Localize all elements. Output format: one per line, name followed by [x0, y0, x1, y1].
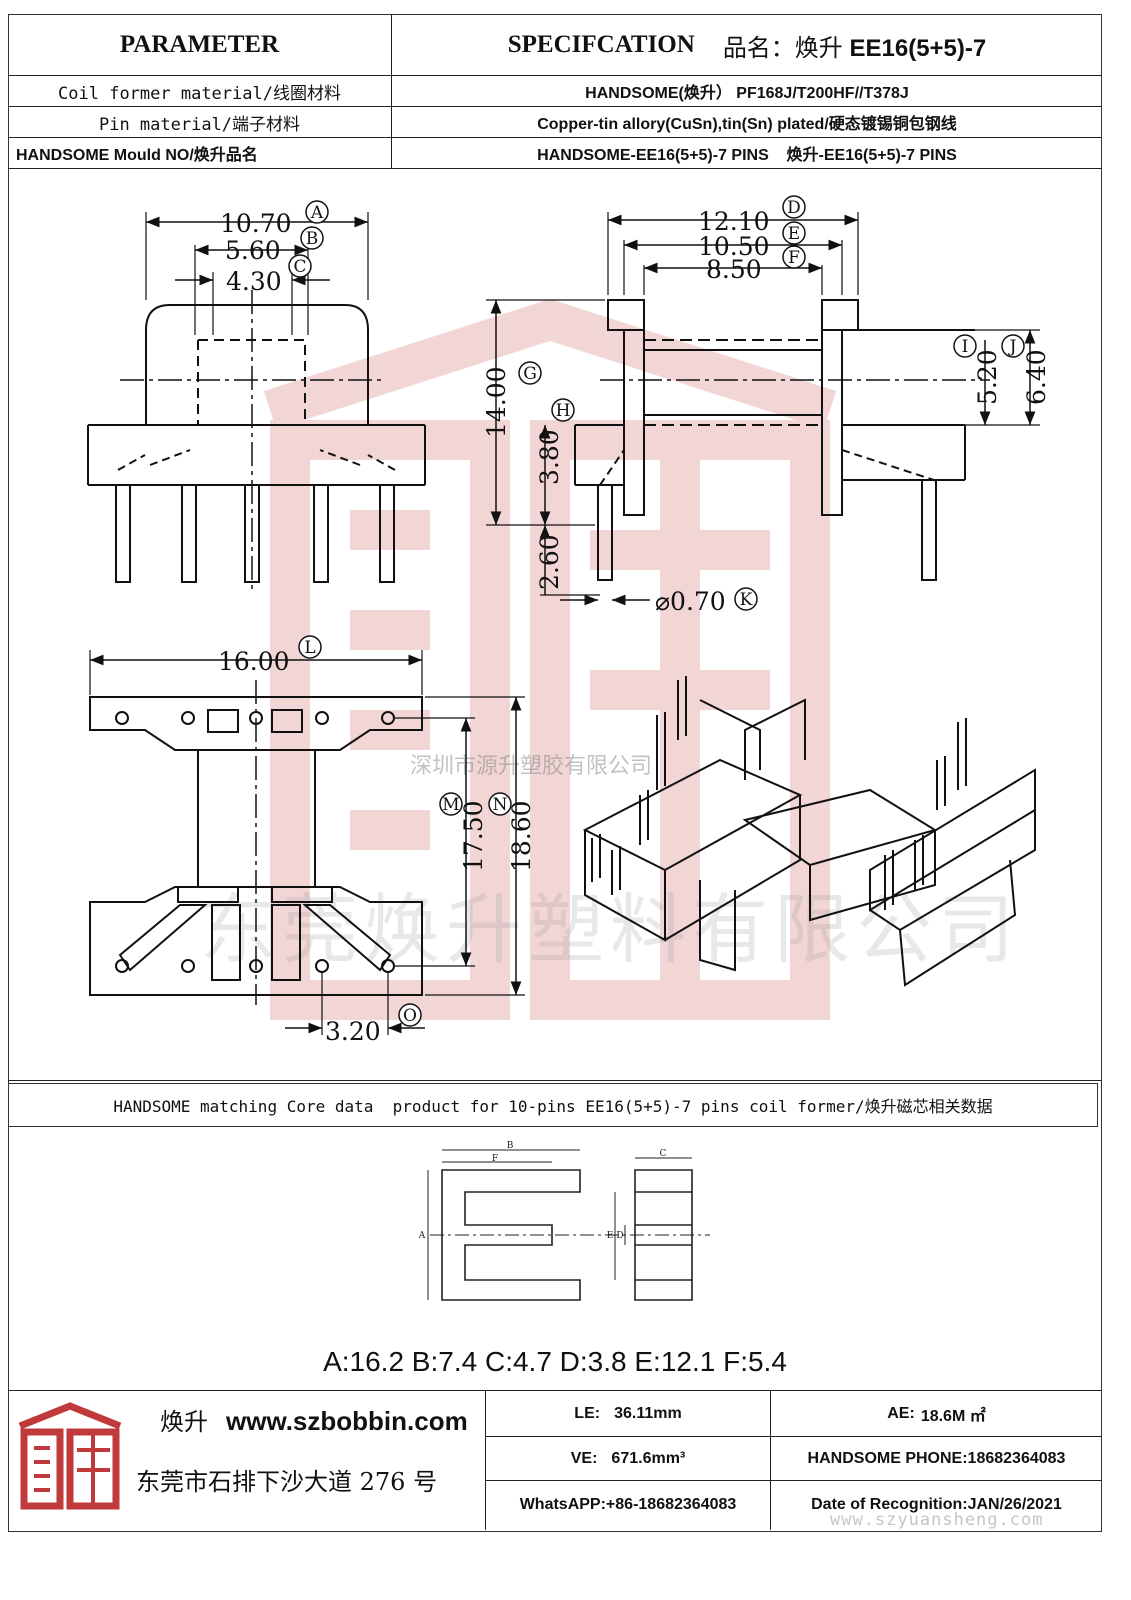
dim-pin-length: 2.60 — [535, 534, 564, 590]
ae-label: AE: — [887, 1404, 915, 1422]
core-letter-e: E — [607, 1231, 614, 1241]
dim-o: 3.20 — [325, 1017, 381, 1046]
ref-k-icon: K — [734, 587, 758, 611]
dim-n: 18.60 — [507, 800, 536, 872]
watermark-url: www.szyuansheng.com — [830, 1510, 1044, 1530]
ae-cell: AE: 18.6M ㎡ — [771, 1391, 1102, 1436]
company-address: 东莞市石排下沙大道 276 号 — [136, 1468, 438, 1496]
technical-drawing: 10.70 5.60 4.30 12.10 10.50 8.50 14.00 3… — [87, 195, 1051, 1046]
ref-e-icon: E — [782, 221, 806, 245]
dim-a: 10.70 — [220, 209, 292, 238]
param-label-pin-material: Pin material/端子材料 — [98, 114, 301, 135]
ae-value: 18.6M ㎡ — [920, 1407, 986, 1425]
ref-i-icon: I — [953, 334, 977, 358]
date-cell: Date of Recognition:JAN/26/2021 — [811, 1496, 1062, 1513]
outer-frame — [8, 14, 1102, 1532]
param-value-mould-no: HANDSOME-EE16(5+5)-7 PINS 焕升-EE16(5+5)-7… — [537, 147, 957, 164]
dim-f: 8.50 — [706, 255, 762, 284]
svg-text:D: D — [787, 198, 801, 218]
dim-b: 5.60 — [225, 236, 281, 265]
dim-j: 6.40 — [1022, 349, 1051, 405]
reference-letters: A B C D E F G H I J K L M N O — [288, 195, 1025, 1027]
bottom-view — [89, 650, 525, 1035]
brand-line: 焕升 www.szbobbin.com — [160, 1402, 480, 1437]
svg-text:L: L — [304, 638, 315, 658]
ref-o-icon: O — [398, 1003, 422, 1027]
product-name: 品名：焕升 EE16(5+5)-7 — [723, 28, 986, 63]
le-value: 36.11mm — [614, 1404, 682, 1422]
brand-name: 焕升 — [160, 1408, 208, 1436]
core-section-title-box — [8, 1083, 1098, 1127]
ref-l-icon: L — [298, 635, 322, 659]
parameter-header: PARAMETER — [8, 15, 391, 75]
core-letter-b: B — [507, 1141, 514, 1151]
core-letter-c: C — [660, 1149, 667, 1159]
spec-header: SPECIFCATION 品名：焕升 EE16(5+5)-7 — [392, 15, 1102, 75]
core-letter-f: F — [492, 1154, 498, 1164]
param-value-coil-material: HANDSOME(焕升） PF168J/T200HF//T378J — [585, 85, 909, 102]
dim-g: 14.00 — [482, 366, 511, 438]
le-label: LE: — [574, 1404, 601, 1422]
ref-f-icon: F — [782, 245, 806, 269]
svg-text:G: G — [523, 364, 537, 384]
param-label-coil-material: Coil former material/线圈材料 — [58, 83, 341, 104]
product-name-label: 品名：焕升 — [722, 34, 843, 62]
core-letter-a: A — [418, 1231, 426, 1241]
ve-value: 671.6mm³ — [611, 1449, 686, 1467]
svg-text:K: K — [740, 590, 753, 610]
website-link[interactable]: www.szbobbin.com — [226, 1406, 468, 1436]
svg-text:C: C — [293, 257, 306, 277]
phone-cell: HANDSOME PHONE:18682364083 — [807, 1449, 1066, 1467]
dimension-texts: 10.70 5.60 4.30 12.10 10.50 8.50 14.00 3… — [218, 207, 1051, 1046]
ref-g-icon: G — [518, 361, 542, 385]
ve-cell: VE: 671.6mm³ — [486, 1437, 770, 1480]
svg-text:B: B — [306, 229, 319, 249]
ref-c-icon: C — [288, 254, 312, 278]
ref-h-icon: H — [551, 398, 575, 422]
company-logo-icon — [18, 1402, 122, 1510]
dim-i: 5.20 — [973, 349, 1002, 405]
svg-text:A: A — [310, 203, 324, 223]
whatsapp-cell: WhatsAPP:+86-18682364083 — [519, 1496, 737, 1513]
dim-e: 10.50 — [698, 232, 770, 261]
ref-b-icon: B — [300, 226, 324, 250]
svg-text:F: F — [788, 248, 800, 268]
ref-j-icon: J — [1001, 334, 1025, 358]
dim-k: ⌀0.70 — [655, 587, 726, 616]
core-section-title: HANDSOME matching Core data product for … — [113, 1097, 993, 1116]
ref-d-icon: D — [782, 195, 806, 219]
svg-text:O: O — [403, 1006, 417, 1026]
param-label-mould-no: HANDSOME Mould NO/焕升品名 — [16, 147, 258, 164]
svg-text:M: M — [442, 795, 459, 815]
ref-n-icon: N — [488, 792, 512, 816]
svg-text:J: J — [1008, 337, 1017, 357]
isometric-view — [582, 676, 1036, 987]
dim-c: 4.30 — [226, 267, 282, 296]
core-diagram: B F C A E D — [418, 1141, 710, 1301]
param-value-pin-material: Copper-tin allory(CuSn),tin(Sn) plated/硬… — [537, 116, 957, 133]
dim-h: 3.80 — [535, 429, 564, 485]
parameter-header-text: PARAMETER — [119, 31, 280, 58]
ve-label: VE: — [570, 1449, 598, 1467]
svg-text:N: N — [493, 795, 508, 815]
core-dimensions: A:16.2 B:7.4 C:4.7 D:3.8 E:12.1 F:5.4 — [323, 1346, 787, 1377]
svg-text:I: I — [962, 337, 969, 357]
dim-l: 16.00 — [218, 647, 290, 676]
front-view — [87, 212, 426, 590]
ref-m-icon: M — [439, 792, 463, 816]
le-cell: LE: 36.11mm — [486, 1391, 770, 1436]
svg-text:H: H — [556, 401, 571, 421]
product-model: EE16(5+5)-7 — [849, 34, 987, 62]
dim-d: 12.10 — [698, 207, 770, 236]
dim-m: 17.50 — [459, 800, 488, 872]
svg-text:E: E — [788, 224, 800, 244]
ref-a-icon: A — [305, 200, 329, 224]
side-view — [486, 212, 1040, 606]
spec-header-text: SPECIFCATION — [507, 31, 695, 58]
core-letter-d: D — [616, 1231, 623, 1241]
